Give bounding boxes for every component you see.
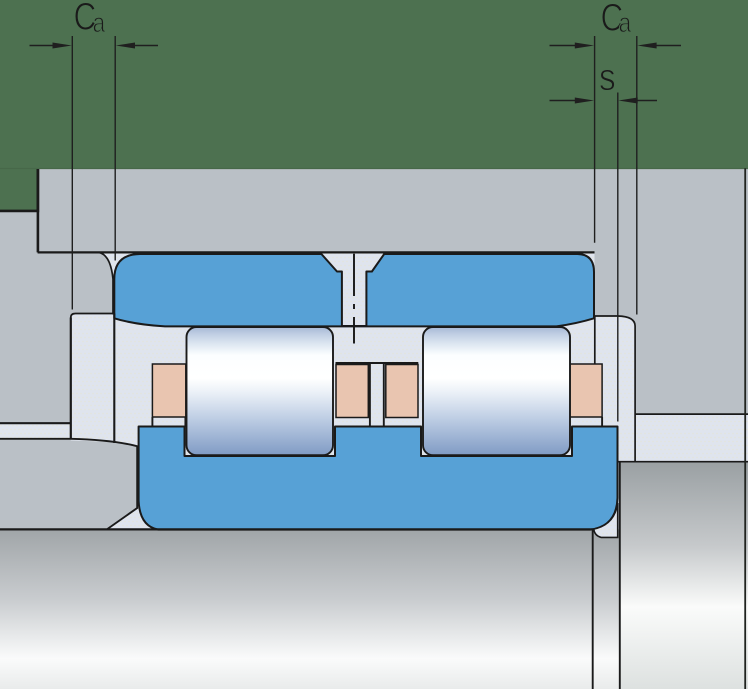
svg-text:a: a xyxy=(619,8,632,39)
svg-text:C: C xyxy=(601,0,624,39)
svg-text:C: C xyxy=(74,0,97,38)
svg-text:a: a xyxy=(93,8,106,39)
svg-text:s: s xyxy=(599,56,616,98)
